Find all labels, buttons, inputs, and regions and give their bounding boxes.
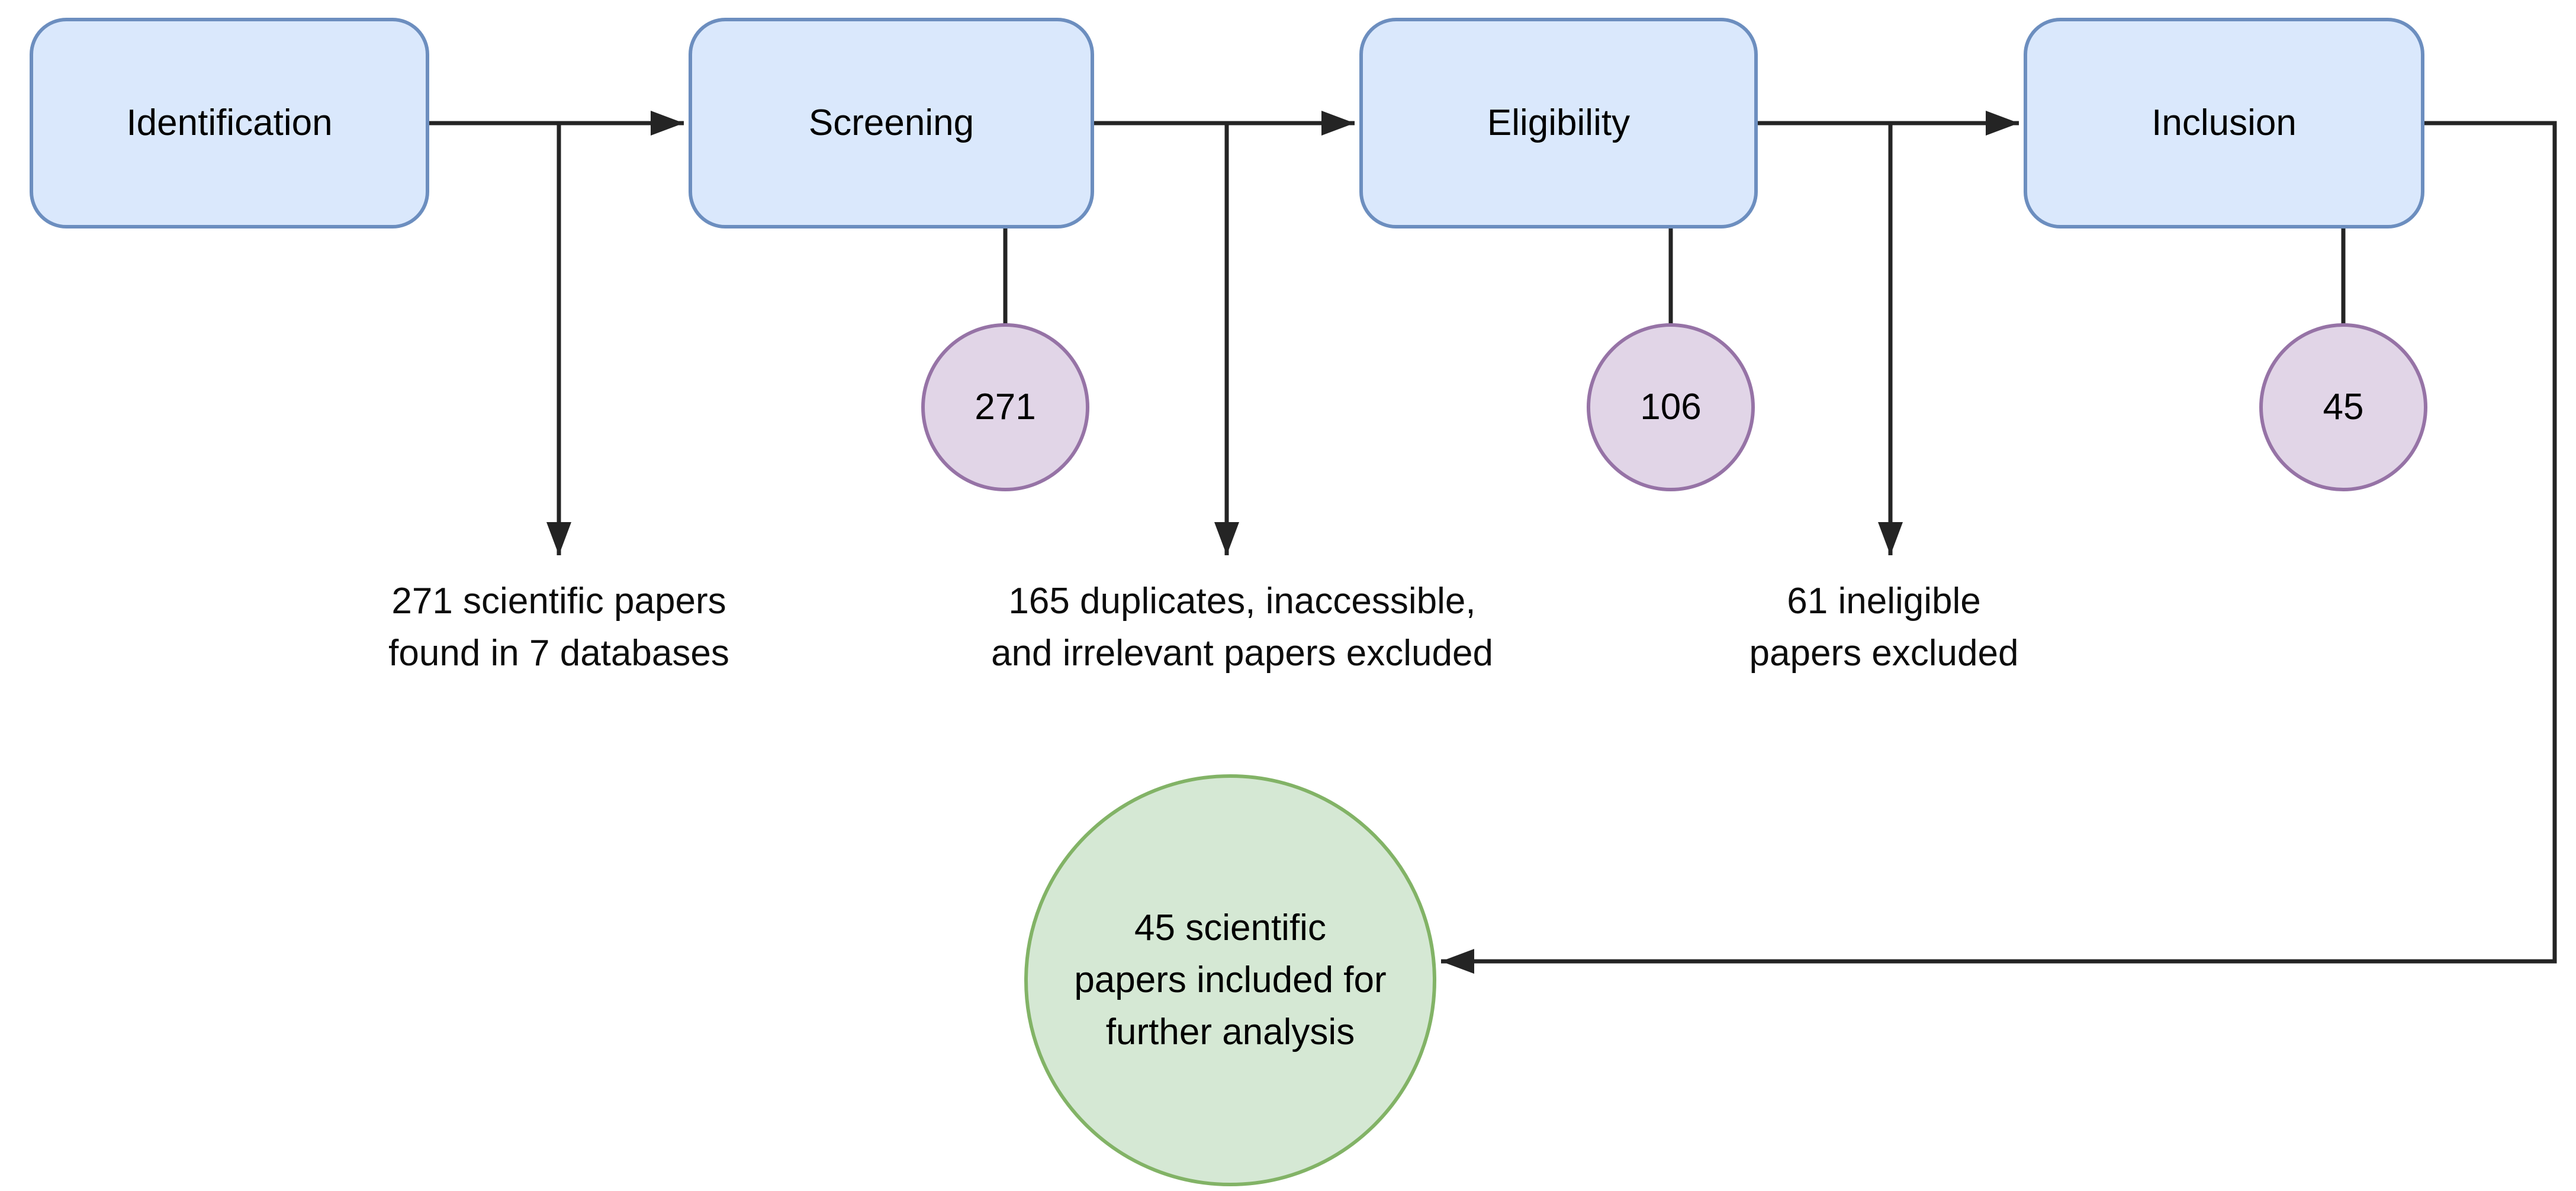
arrow-inclusion-to-result [1441, 121, 2557, 974]
stage-label-inclusion: Inclusion [2152, 102, 2297, 143]
stage-box-inclusion: Inclusion [2024, 18, 2424, 228]
count-value-screening: 271 [975, 387, 1036, 427]
stage-box-identification: Identification [30, 18, 429, 228]
count-circle-eligibility: 106 [1587, 323, 1755, 491]
result-text: 45 scientific papers included for furthe… [1074, 907, 1387, 1052]
stage-label-eligibility: Eligibility [1487, 102, 1630, 143]
result-circle: 45 scientific papers included for furthe… [1024, 774, 1436, 1186]
stage-label-identification: Identification [126, 102, 333, 143]
stage-box-eligibility: Eligibility [1359, 18, 1758, 228]
count-value-inclusion: 45 [2323, 387, 2364, 427]
note-ineligible-excluded: 61 ineligible papers excluded [1749, 581, 2019, 674]
note-papers-found: 271 scientific papers found in 7 databas… [388, 581, 729, 674]
count-value-eligibility: 106 [1640, 387, 1702, 427]
stage-box-screening: Screening [689, 18, 1094, 228]
count-circle-screening: 271 [921, 323, 1089, 491]
count-circle-inclusion: 45 [2259, 323, 2427, 491]
note-duplicates-excluded: 165 duplicates, inaccessible, and irrele… [991, 581, 1493, 674]
stage-label-screening: Screening [808, 102, 975, 143]
